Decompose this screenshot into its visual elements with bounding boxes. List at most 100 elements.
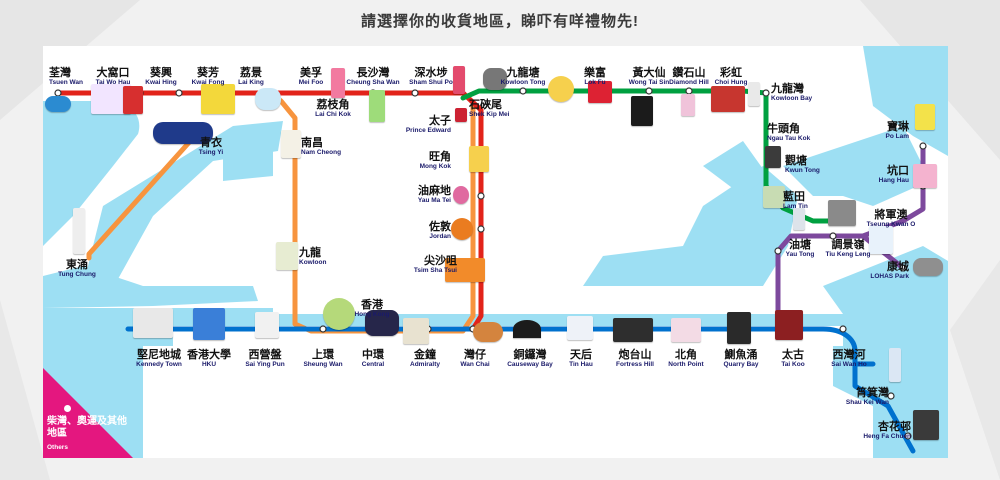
gift-lai-king[interactable]: [255, 88, 281, 110]
harbour-water: [43, 46, 948, 458]
gift-tai-koo[interactable]: [775, 310, 803, 340]
gift-causeway-bay[interactable]: [513, 320, 541, 338]
gift-tsing-yi[interactable]: [153, 122, 213, 144]
gift-shek-kip-mei[interactable]: [455, 108, 467, 122]
gift-wan-chai[interactable]: [473, 322, 503, 342]
gift-quarry-bay[interactable]: [727, 312, 751, 344]
others-region-button[interactable]: 柴灣、奧運及其他地區 Others: [43, 368, 133, 458]
gift-kowloon-bay[interactable]: [748, 82, 760, 106]
gift-kwai-hing[interactable]: [123, 86, 143, 114]
gift-sham-shui-po[interactable]: [453, 66, 465, 94]
gift-jordan[interactable]: [451, 218, 473, 240]
gift-tsim-sha-tsui[interactable]: [445, 258, 485, 282]
gift-sai-ying-pun[interactable]: [255, 312, 279, 338]
gift-tin-hau[interactable]: [567, 316, 593, 340]
gift-tseung-kwan-o[interactable]: [869, 226, 893, 254]
gift-tiu-keng-leng[interactable]: [828, 200, 856, 226]
gift-tsuen-wan[interactable]: [45, 96, 71, 112]
gift-hku[interactable]: [193, 308, 225, 340]
gift-lok-fu-2[interactable]: [588, 81, 612, 103]
gift-po-lam[interactable]: [915, 104, 935, 130]
gift-sheung-wan[interactable]: [323, 298, 355, 330]
gift-yau-ma-tei[interactable]: [453, 186, 469, 204]
gift-lohas-park[interactable]: [913, 258, 943, 276]
gift-kwun-tong[interactable]: [763, 186, 785, 208]
gift-shau-kei-wan[interactable]: [889, 348, 901, 382]
gift-mei-foo[interactable]: [331, 68, 345, 98]
gift-cheung-sha-wan[interactable]: [369, 90, 385, 122]
gift-kwai-fong[interactable]: [201, 84, 235, 114]
gift-hang-hau[interactable]: [913, 164, 937, 188]
gift-heng-fa-chuen[interactable]: [913, 410, 939, 440]
gift-ngau-tau-kok[interactable]: [765, 146, 781, 168]
gift-nam-cheong[interactable]: [281, 130, 301, 158]
gift-central[interactable]: [365, 310, 399, 336]
gift-lok-fu[interactable]: [548, 76, 574, 102]
gift-tung-chung[interactable]: [73, 208, 85, 254]
gift-diamond-hill[interactable]: [681, 94, 695, 116]
gift-kowloon[interactable]: [276, 242, 298, 270]
gift-wong-tai-sin[interactable]: [631, 96, 653, 126]
gift-choi-hung[interactable]: [711, 86, 745, 112]
gift-kennedy-town[interactable]: [133, 308, 173, 338]
gift-mong-kok[interactable]: [469, 146, 489, 172]
gift-fortress-hill[interactable]: [613, 318, 653, 342]
gift-admiralty[interactable]: [403, 318, 429, 344]
gift-yau-tong[interactable]: [793, 208, 805, 230]
gift-kowloon-tong[interactable]: [483, 68, 507, 90]
gift-north-point[interactable]: [671, 318, 701, 342]
